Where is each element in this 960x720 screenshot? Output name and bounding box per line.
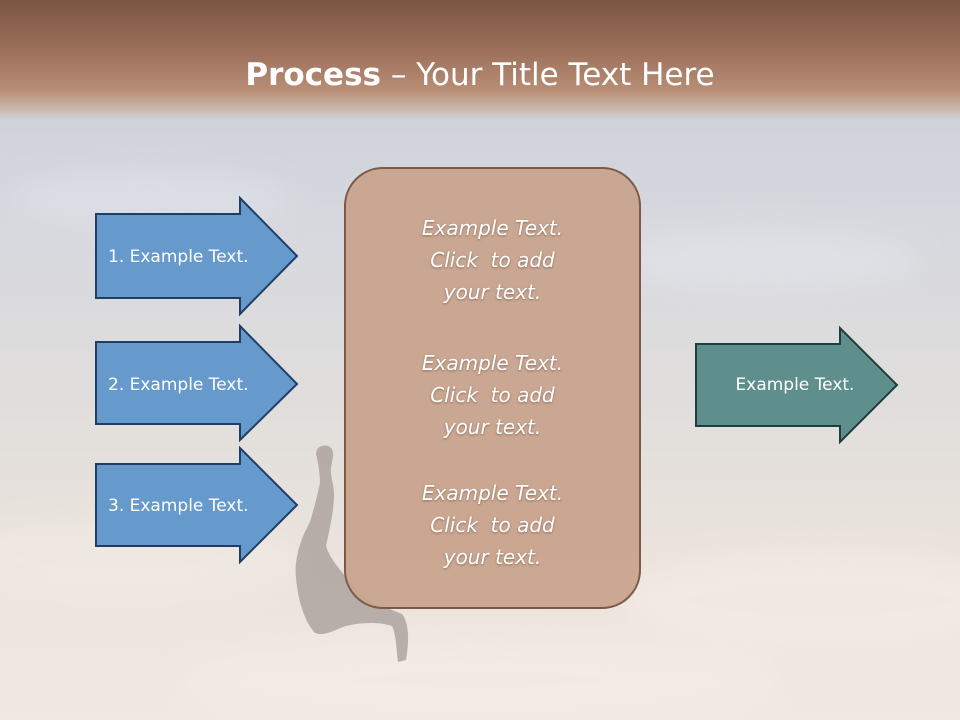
right-arrow-label: Example Text. [736,375,855,395]
header-band [0,0,960,120]
center-text-box[interactable] [344,167,641,609]
right-arrow[interactable]: Example Text. [695,325,899,445]
center-block-3-line-1: Example Text. [421,481,564,505]
center-block-1: Example Text. Click to add your text. [345,212,640,308]
center-block-3-line-2: Click to add [430,513,555,537]
left-arrow-3[interactable]: 3. Example Text. [95,445,299,565]
center-block-1-line-3: your text. [443,280,542,304]
center-block-2-line-1: Example Text. [421,351,564,375]
center-block-2-line-2: Click to add [430,383,555,407]
left-arrow-1[interactable]: 1. Example Text. [95,195,299,317]
center-block-2: Example Text. Click to add your text. [345,347,640,443]
slide-title: Process – Your Title Text Here [0,52,960,98]
left-arrow-2[interactable]: 2. Example Text. [95,323,299,443]
center-block-2-line-3: your text. [443,415,542,439]
center-block-3: Example Text. Click to add your text. [345,477,640,573]
title-rest: – Your Title Text Here [381,57,715,93]
center-block-1-line-1: Example Text. [421,216,564,240]
left-arrow-1-label: 1. Example Text. [108,247,249,267]
left-arrow-3-label: 3. Example Text. [108,496,249,516]
center-block-1-line-2: Click to add [430,248,555,272]
left-arrow-2-label: 2. Example Text. [108,375,249,395]
center-block-3-line-3: your text. [443,545,542,569]
title-bold: Process [245,57,381,93]
